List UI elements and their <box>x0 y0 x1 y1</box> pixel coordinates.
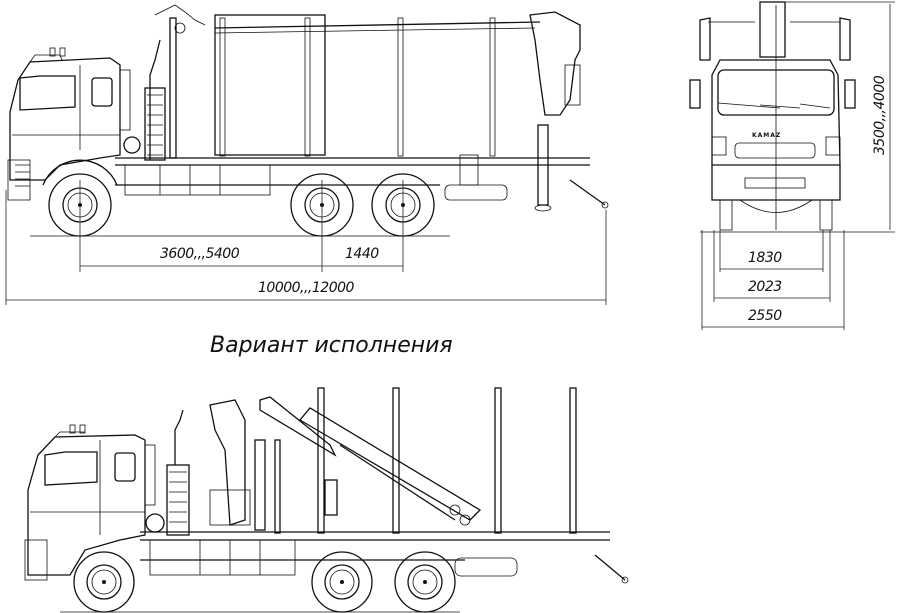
variant-crane <box>209 396 482 531</box>
side-dimensions: 3600,,,5400 1440 10000,,,12000 <box>5 180 607 305</box>
variant-rear-wheel-1 <box>311 551 373 613</box>
variant-exhaust <box>166 409 190 536</box>
stanchions <box>214 14 541 157</box>
side-view-variant <box>24 387 629 613</box>
overall-length-label: 10000,,,12000 <box>258 280 355 296</box>
exhaust-stack <box>144 39 166 161</box>
front-view: KAMAZ <box>689 1 860 233</box>
variant-caption: Вариант исполнения <box>210 333 453 358</box>
track-width-label: 1830 <box>748 250 782 266</box>
variant-cab <box>24 424 165 581</box>
wheelbase-label: 3600,,,5400 <box>160 246 240 262</box>
variant-front-wheel <box>73 551 135 613</box>
variant-rear-wheel-2 <box>394 551 456 613</box>
axle-spacing-label: 1440 <box>345 246 379 262</box>
overall-width-label: 2550 <box>748 308 782 324</box>
variant-stanchions <box>274 387 577 534</box>
chassis-frame <box>115 154 590 201</box>
rear-track-label: 2023 <box>748 279 782 295</box>
front-dimensions: 3500,,,4000 1830 2023 2550 <box>701 1 895 330</box>
brand-label: KAMAZ <box>752 132 781 139</box>
height-label: 3500,,,4000 <box>872 75 888 155</box>
cab <box>7 47 141 201</box>
variant-frame <box>140 531 629 584</box>
rear-crane <box>529 11 609 212</box>
side-view-main <box>7 4 609 237</box>
